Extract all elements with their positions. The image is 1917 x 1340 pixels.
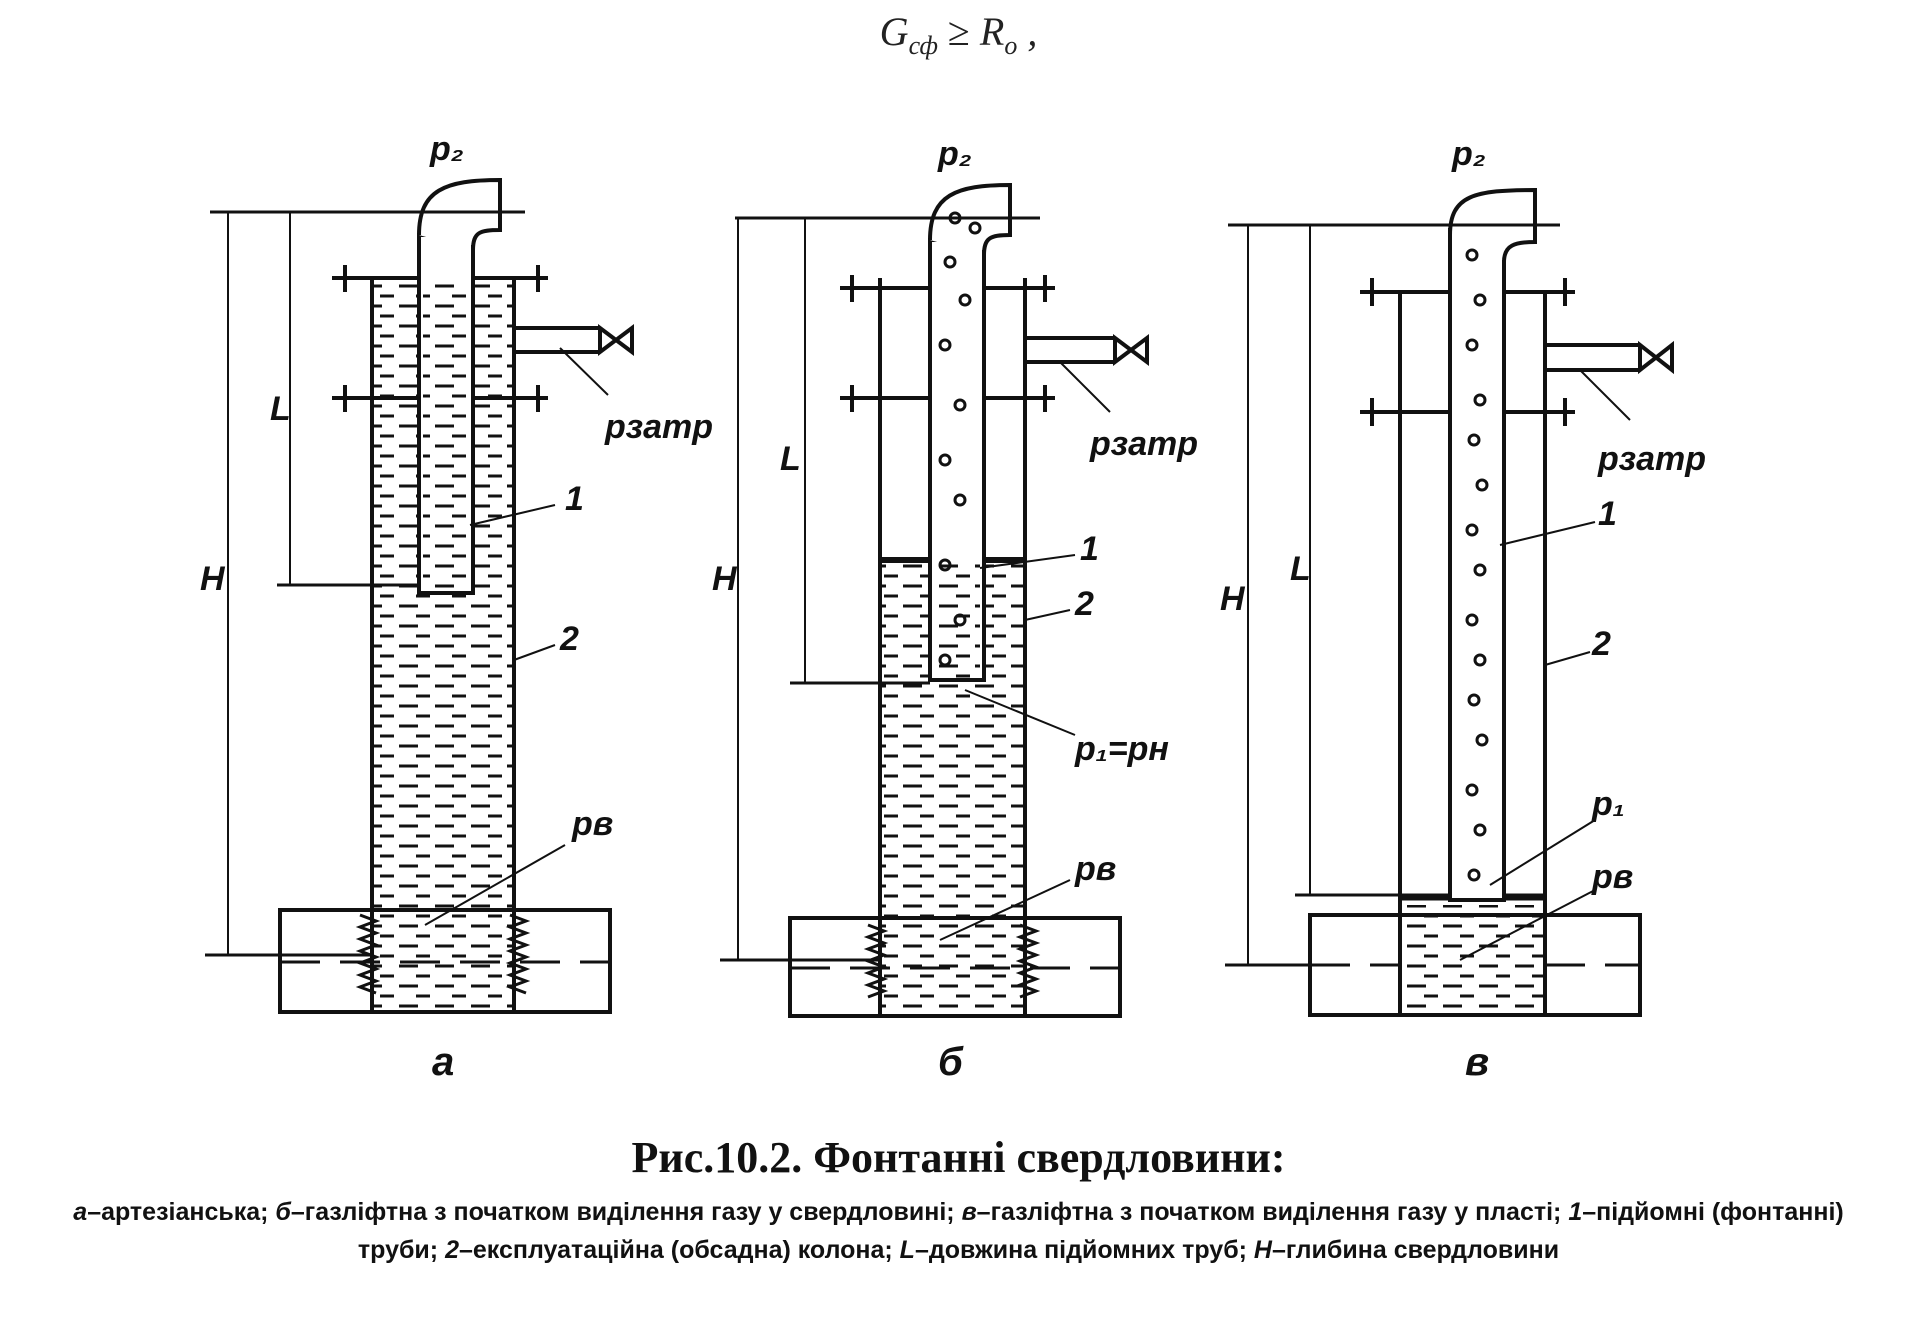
legend-key-H: H	[1253, 1236, 1272, 1264]
label-pv-v: pв	[1591, 858, 1633, 896]
legend-text-v: –газліфтна з початком виділення газу у п…	[976, 1198, 1569, 1226]
formula-left-sub: сф	[908, 31, 938, 60]
legend-text-a: –артезіанська;	[87, 1198, 276, 1226]
label-p2-b: p₂	[937, 135, 972, 173]
figure-legend: а–артезіанська; б–газліфтна з початком в…	[40, 1193, 1877, 1269]
label-casing-a: 2	[559, 620, 579, 658]
legend-text-H: –глибина свердловини	[1271, 1236, 1560, 1264]
label-L-a: L	[270, 390, 291, 428]
figure-title: Рис.10.2. Фонтанні свердловини:	[631, 1133, 1286, 1182]
legend-key-v: в	[961, 1198, 977, 1226]
formula-trail: ,	[1027, 9, 1038, 54]
legend-text-L: –довжина підйомних труб;	[914, 1236, 1254, 1264]
labels-a: p₂ pзатр 1 2 pв L H а	[200, 130, 713, 1084]
legend-text-b: –газліфтна з початком виділення газу у с…	[290, 1198, 962, 1226]
label-tube-v: 1	[1598, 495, 1617, 533]
formula-right: R	[979, 9, 1005, 54]
label-p1pn-b: p₁=pн	[1074, 730, 1169, 768]
label-p2-v: p₂	[1451, 135, 1486, 173]
label-tube-b: 1	[1080, 530, 1099, 568]
label-tube-a: 1	[565, 480, 584, 518]
legend-text-2: –експлуатаційна (обсадна) колона;	[458, 1236, 900, 1264]
formation-liquid-v	[1400, 905, 1545, 1015]
legend-key-L: L	[899, 1236, 915, 1264]
labels-v: p₂ pзатр 1 2 p₁ pв L H в	[1220, 135, 1706, 1084]
label-pv-b: pв	[1074, 850, 1116, 888]
formula-left: G	[879, 9, 909, 54]
label-p2-a: p₂	[429, 130, 464, 168]
label-pzatr-b: pзатр	[1089, 425, 1198, 463]
label-pzatr-v: pзатр	[1597, 440, 1706, 478]
liquid-column-b	[880, 690, 1025, 1016]
formula-right-sub: о	[1004, 31, 1018, 60]
well-v	[1225, 187, 1674, 1017]
legend-key-a: а	[73, 1198, 88, 1226]
label-pzatr-a: pзатр	[604, 408, 713, 446]
valve-b	[1113, 334, 1149, 366]
label-L-b: L	[780, 440, 801, 478]
gas-bubbles-v	[1465, 248, 1489, 882]
panel-label-a: а	[432, 1040, 454, 1084]
legend-key-1: 1	[1568, 1198, 1583, 1226]
label-casing-b: 2	[1074, 585, 1094, 623]
panel-label-v: в	[1465, 1040, 1489, 1084]
formula: Gсф ≥ Rо ,	[0, 8, 1917, 61]
legend-text-1: –підйомні (фонтанні) труби;	[357, 1198, 1844, 1264]
tubing-elbow-b	[928, 182, 1012, 256]
well-b	[720, 182, 1149, 1018]
legend-key-2: 2	[445, 1236, 459, 1264]
valve-a	[598, 324, 634, 356]
legend-key-b: б	[275, 1198, 291, 1226]
label-L-v: L	[1290, 550, 1311, 588]
labels-b: p₂ pзатр 1 2 p₁=pн pв L H б	[712, 135, 1198, 1084]
perforation-right-a	[505, 913, 531, 995]
figure-caption: Рис.10.2. Фонтанні свердловини: а–артезі…	[40, 1132, 1877, 1269]
label-H-a: H	[200, 560, 226, 598]
panel-label-b: б	[938, 1040, 964, 1084]
well-a	[205, 177, 634, 1014]
label-p1-v: p₁	[1591, 785, 1625, 823]
label-casing-v: 2	[1591, 625, 1611, 663]
valve-v	[1638, 340, 1674, 375]
label-H-b: H	[712, 560, 738, 598]
label-H-v: H	[1220, 580, 1246, 618]
tubing-elbow-a	[417, 177, 502, 251]
formula-relation: ≥	[947, 9, 970, 54]
perforation-right-b	[1015, 923, 1041, 999]
label-pv-a: pв	[571, 805, 613, 843]
